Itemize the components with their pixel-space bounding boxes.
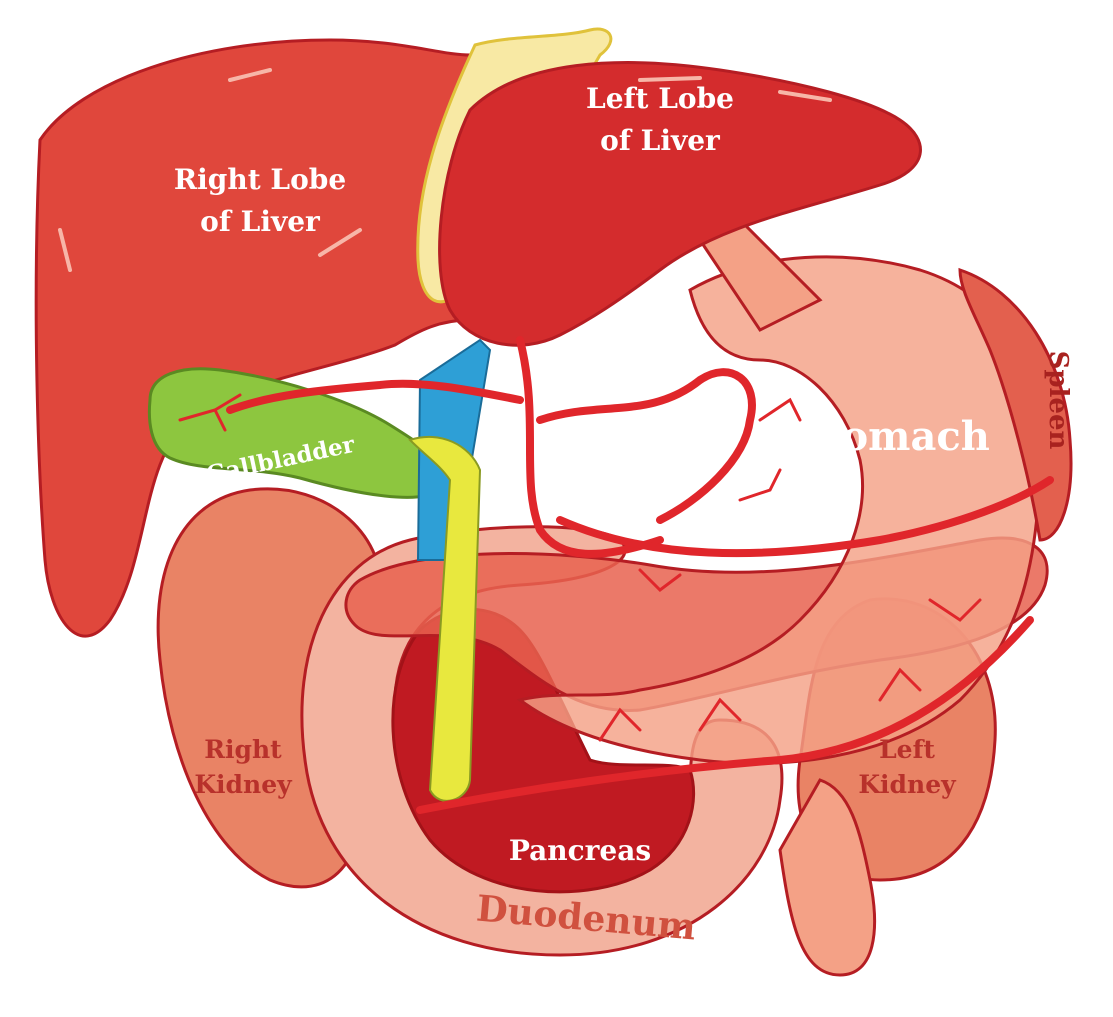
left-lobe-of-liver (438, 61, 922, 347)
pancreas-label: Pancreas (509, 834, 651, 867)
spleen (958, 267, 1073, 542)
bile-duct (408, 435, 482, 802)
right-kidney-label-line-1: Right (204, 735, 282, 764)
right-lobe-label-line-1: Right Lobe (174, 163, 346, 196)
gallbladder (147, 367, 448, 499)
right-lobe-label-line-2: of Liver (200, 205, 321, 238)
right-kidney-label-line-2: Kidney (194, 770, 293, 799)
left-kidney-label-line-1: Left (879, 735, 935, 764)
esophagus (697, 218, 823, 332)
jejunum (778, 778, 876, 977)
arteries (226, 336, 1054, 814)
stomach-label: Stomach (794, 413, 990, 460)
artery-branches (178, 393, 982, 742)
left-lobe-label-line-2: of Liver (600, 124, 721, 157)
spleen-label: Spleen (1043, 351, 1073, 450)
left-kidney-label-line-2: Kidney (858, 770, 957, 799)
left-lobe-label-line-1: Left Lobe (586, 82, 734, 115)
liver-highlights (58, 68, 832, 272)
